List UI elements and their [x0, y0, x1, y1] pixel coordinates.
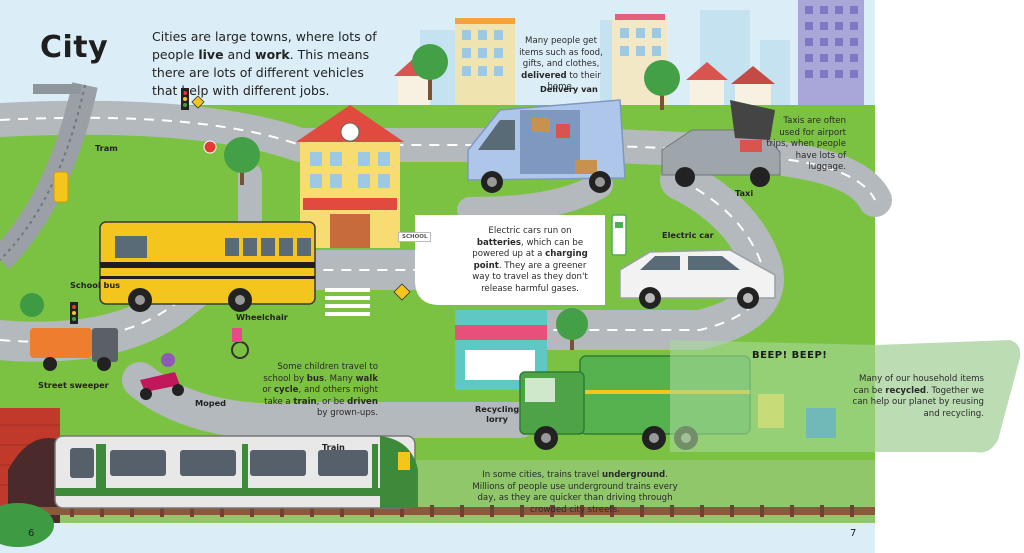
label-street-sweeper: Street sweeper — [38, 380, 109, 390]
label-recycling-lorry: Recycling lorry — [475, 404, 519, 424]
taxi — [661, 100, 781, 187]
label-delivery-van: Delivery van — [540, 84, 598, 94]
children-note-h: train — [293, 396, 317, 407]
electric-note-a: Electric cars run on — [488, 226, 572, 236]
traffic-lights — [70, 88, 189, 324]
intro-text: Cities are large towns, where lots of pe… — [152, 28, 392, 100]
recycle-note: Many of our household items can be recyc… — [852, 374, 984, 420]
children-note: Some children travel to school by bus. M… — [252, 362, 378, 420]
children-note-k: by grown-ups. — [316, 408, 378, 418]
intro-part-1: Cities are large towns, where lots of pe… — [152, 29, 377, 62]
electric-note-e: . They are a greener way to travel as th… — [472, 260, 588, 294]
delivery-van — [467, 99, 626, 193]
tram-stop — [33, 84, 81, 94]
zebra-crossing — [325, 288, 370, 316]
children-note-d: walk — [355, 373, 378, 384]
children-note-c: . Many — [324, 373, 356, 384]
school-building — [296, 105, 404, 248]
recycle-panel — [670, 340, 875, 452]
rail-bed — [0, 507, 875, 515]
children-note-i: , or be — [316, 396, 348, 407]
intro-part-2: and — [223, 47, 256, 62]
recycle-note-b: recycled — [885, 385, 927, 396]
electric-info-panel — [415, 215, 605, 305]
page-flap — [875, 340, 1021, 453]
electric-note-c: , which can be powered up at a — [472, 237, 584, 260]
label-taxi: Taxi — [735, 188, 754, 198]
label-electric-car: Electric car — [662, 230, 714, 240]
sleepers — [70, 505, 854, 517]
electric-note-b: batteries — [476, 237, 521, 248]
charging-point — [611, 214, 627, 256]
label-tram: Tram — [95, 143, 118, 153]
recycle-note-c: . Together we can help our planet by reu… — [852, 385, 984, 419]
delivery-note: Many people get items such as food, gift… — [516, 36, 606, 94]
intro-work: work — [255, 47, 290, 62]
school-sign: SCHOOL — [398, 232, 432, 242]
page-title: City — [40, 30, 109, 65]
intro-live: live — [198, 47, 224, 62]
label-recycling-lorry-line-2: lorry — [486, 414, 509, 424]
tall-building — [798, 0, 864, 120]
electric-note: Electric cars run on batteries, which ca… — [472, 226, 588, 295]
wheelchair — [231, 328, 249, 359]
school-bus — [99, 221, 316, 312]
underground-note-c: . Millions of people use underground tra… — [472, 470, 678, 515]
underground-note-b: underground — [601, 470, 666, 480]
children-note-f: cycle — [273, 385, 299, 395]
tunnel-mouth — [8, 438, 60, 523]
children-note-j: driven — [347, 396, 378, 407]
children-note-a: Some children travel to school by — [263, 362, 378, 384]
intro-part-3: . This means there are lots of different… — [152, 47, 370, 98]
underground-note: In some cities, trains travel undergroun… — [470, 470, 680, 516]
children-note-g: , and others might take a — [264, 385, 378, 407]
tram — [53, 171, 69, 203]
children-note-e: or — [262, 385, 274, 395]
moped — [140, 353, 184, 400]
page-number-left: 6 — [28, 528, 35, 539]
page-number-right: 7 — [850, 528, 857, 539]
children-note-b: bus — [306, 373, 325, 384]
trees — [20, 44, 680, 350]
electric-car — [619, 249, 776, 309]
label-moped: Moped — [195, 398, 227, 408]
street-sweeper — [30, 328, 118, 371]
warning-sign-2 — [191, 95, 205, 109]
bush — [0, 503, 54, 547]
label-school-bus: School bus — [70, 280, 121, 290]
delivery-note-a: Many people get items such as food, gift… — [519, 36, 603, 69]
recycle-note-a: Many of our household items can be — [853, 374, 984, 396]
label-wheelchair: Wheelchair — [236, 312, 288, 322]
delivery-note-c: to their home. — [547, 70, 601, 93]
delivery-note-b: delivered — [521, 70, 567, 81]
electric-note-d: charging point — [473, 249, 588, 271]
underground-train — [54, 435, 418, 509]
warning-sign — [393, 283, 411, 301]
label-train: Train — [322, 442, 345, 452]
taxi-note: Taxis are often used for airport trips, … — [766, 116, 846, 172]
tram-rail — [0, 84, 86, 261]
underground-note-a: In some cities, trains travel — [482, 470, 602, 480]
beep-text: BEEP! BEEP! — [752, 350, 828, 361]
no-entry-sign — [203, 140, 217, 154]
label-recycling-lorry-line-1: Recycling — [475, 404, 520, 414]
